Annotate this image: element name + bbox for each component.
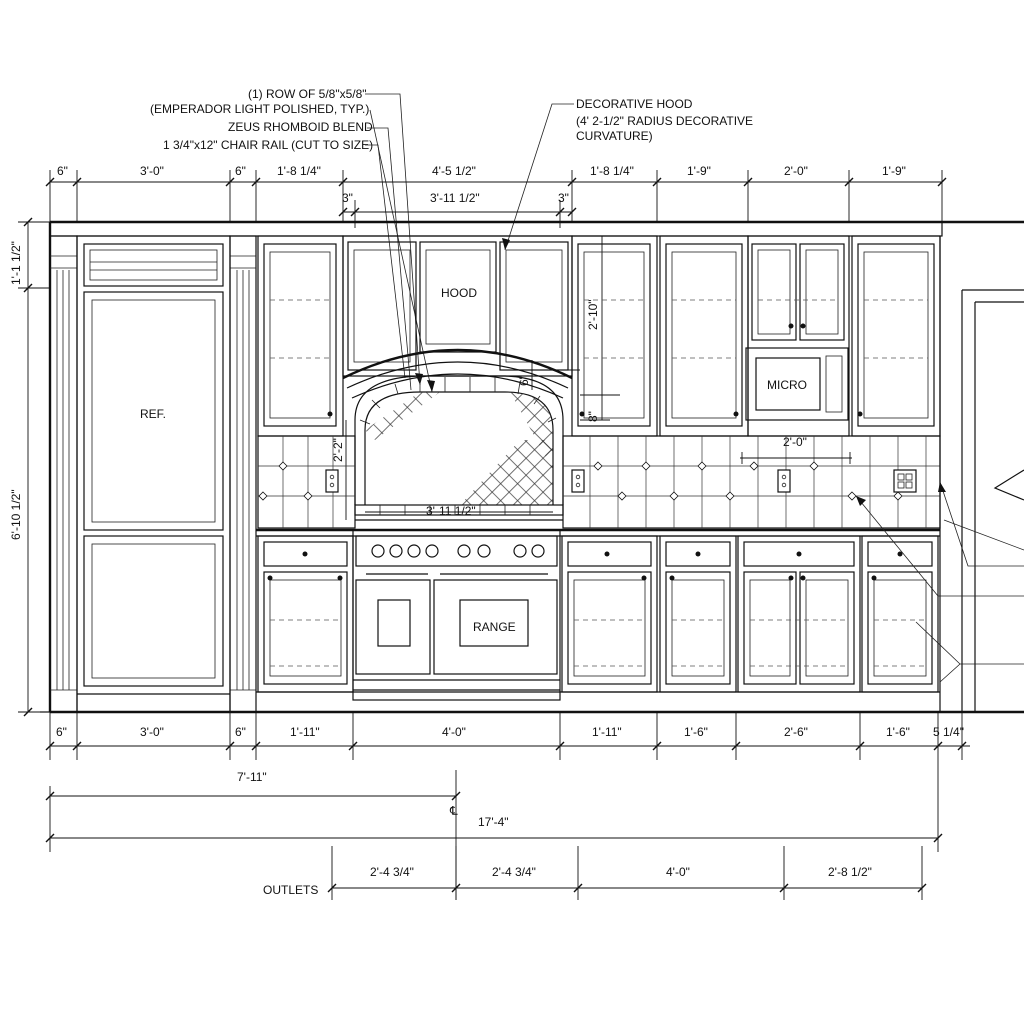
centerline-mark: ℄: [449, 804, 458, 818]
note-zeus: ZEUS RHOMBOID BLEND: [228, 120, 373, 134]
upper-cabinet-left: [257, 235, 344, 437]
vdim-arch: 2'-2": [331, 438, 345, 462]
outlet-dim-4: 2'-8 1/2": [828, 865, 872, 879]
outlet-dim-3: 4'-0": [666, 865, 690, 879]
outlet: [571, 469, 585, 493]
base-cabinet-right-4: [861, 535, 939, 693]
bottom-dim-1: 6": [56, 725, 67, 739]
note-chair-rail: 1 3/4"x12" CHAIR RAIL (CUT TO SIZE): [163, 138, 373, 152]
bottom-dim-2: 3'-0": [140, 725, 164, 739]
hood-vertical-dims: 2'-10" 6" 8" 2'-2" 3'-11 1/2": [331, 235, 620, 520]
top-dim-2: 3'-0": [140, 164, 164, 178]
hood-label: HOOD: [441, 286, 477, 300]
left-pilaster: [49, 235, 78, 713]
outlet-dimensions: OUTLETS 2'-4 3/4" 2'-4 3/4" 4'-0" 2'-8 1…: [263, 846, 927, 900]
base-cabinet-right-2: [659, 535, 737, 693]
refrigerator: REF.: [76, 235, 231, 713]
outlet-switch: [893, 469, 917, 493]
top-dim-3: 6": [235, 164, 246, 178]
note-hood-line2: (4' 2-1/2" RADIUS DECORATIVE: [576, 114, 753, 128]
bottom-dim-4: 1'-11": [290, 725, 320, 739]
top-dim-8: 2'-0": [784, 164, 808, 178]
top-dim-9: 1'-9": [882, 164, 906, 178]
hood-dim-mid: 3'-11 1/2": [430, 191, 480, 205]
micro-label: MICRO: [767, 378, 807, 392]
vdim-hood-8: 8": [586, 411, 600, 422]
arch-width-dim: 3'-11 1/2": [426, 504, 476, 518]
decorative-hood: HOOD: [342, 235, 573, 399]
overall-dimensions: 7'-11" ℄ 17'-4": [45, 760, 943, 900]
outlet-spacing-dim: 2'-0": [783, 435, 807, 449]
note-row-line1: (1) ROW OF 5/8"x5/8": [248, 87, 367, 101]
hood-dim-right: 3": [558, 191, 569, 205]
base-cabinet-left: [257, 535, 354, 693]
total-dim: 17'-4": [478, 815, 509, 829]
bottom-dim-3: 6": [235, 725, 246, 739]
vdim-hood-6: 6": [517, 375, 531, 386]
bottom-dim-10: 5 1/4": [933, 725, 964, 739]
bottom-dim-8: 2'-6": [784, 725, 808, 739]
bottom-dim-6: 1'-11": [592, 725, 622, 739]
upper-cabinet-right-3: [851, 235, 941, 437]
outlet-dim-1: 2'-4 3/4": [370, 865, 414, 879]
bottom-dimension-string: 6" 3'-0" 6" 1'-11" 4'-0" 1'-11" 1'-6" 2'…: [45, 712, 970, 760]
hood-dim-left: 3": [342, 191, 353, 205]
bottom-dim-5: 4'-0": [442, 725, 466, 739]
base-cabinet-right-1: [561, 535, 658, 693]
outlet-dim-2: 2'-4 3/4": [492, 865, 536, 879]
top-dim-7: 1'-9": [687, 164, 711, 178]
outlet: [325, 469, 339, 493]
top-dimension-string: 6" 3'-0" 6" 1'-8 1/4" 4'-5 1/2" 1'-8 1/4…: [45, 164, 947, 228]
cabinet-run: REF. HOOD: [40, 220, 1024, 714]
outlets-label: OUTLETS: [263, 883, 318, 897]
top-dim-4: 1'-8 1/4": [277, 164, 321, 178]
vdim-crown: 1'-1 1/2": [9, 241, 23, 285]
range-label: RANGE: [473, 620, 516, 634]
upper-cabinet-right-2: [659, 235, 749, 437]
top-dim-6: 1'-8 1/4": [590, 164, 634, 178]
base-cabinet-right-3: [737, 535, 861, 693]
range: RANGE: [352, 529, 561, 701]
vdim-overall: 6'-10 1/2": [9, 489, 23, 540]
note-hood-line3: CURVATURE): [576, 129, 653, 143]
bottom-dim-7: 1'-6": [684, 725, 708, 739]
half-dim: 7'-11": [237, 770, 267, 784]
tile-backsplash: 2'-0": [257, 435, 941, 529]
right-pilaster: [229, 235, 257, 713]
bottom-dim-9: 1'-6": [886, 725, 910, 739]
top-dim-5: 4'-5 1/2": [432, 164, 476, 178]
upper-cabinet-micro: MICRO: [745, 235, 850, 437]
note-hood-line1: DECORATIVE HOOD: [576, 97, 693, 111]
ref-label: REF.: [140, 407, 166, 421]
outlet: [777, 469, 791, 493]
left-vertical-dimensions: 1'-1 1/2" 6'-10 1/2": [9, 217, 50, 717]
top-dim-1: 6": [57, 164, 68, 178]
right-wall-edge: [855, 236, 1024, 712]
callout-notes: (1) ROW OF 5/8"x5/8" (EMPERADOR LIGHT PO…: [150, 87, 753, 393]
note-row-line2: (EMPERADOR LIGHT POLISHED, TYP.): [150, 102, 369, 116]
vdim-hood-side: 2'-10": [586, 299, 600, 330]
upper-cabinet-right-1: [571, 235, 658, 437]
arch-backsplash: [354, 375, 564, 521]
